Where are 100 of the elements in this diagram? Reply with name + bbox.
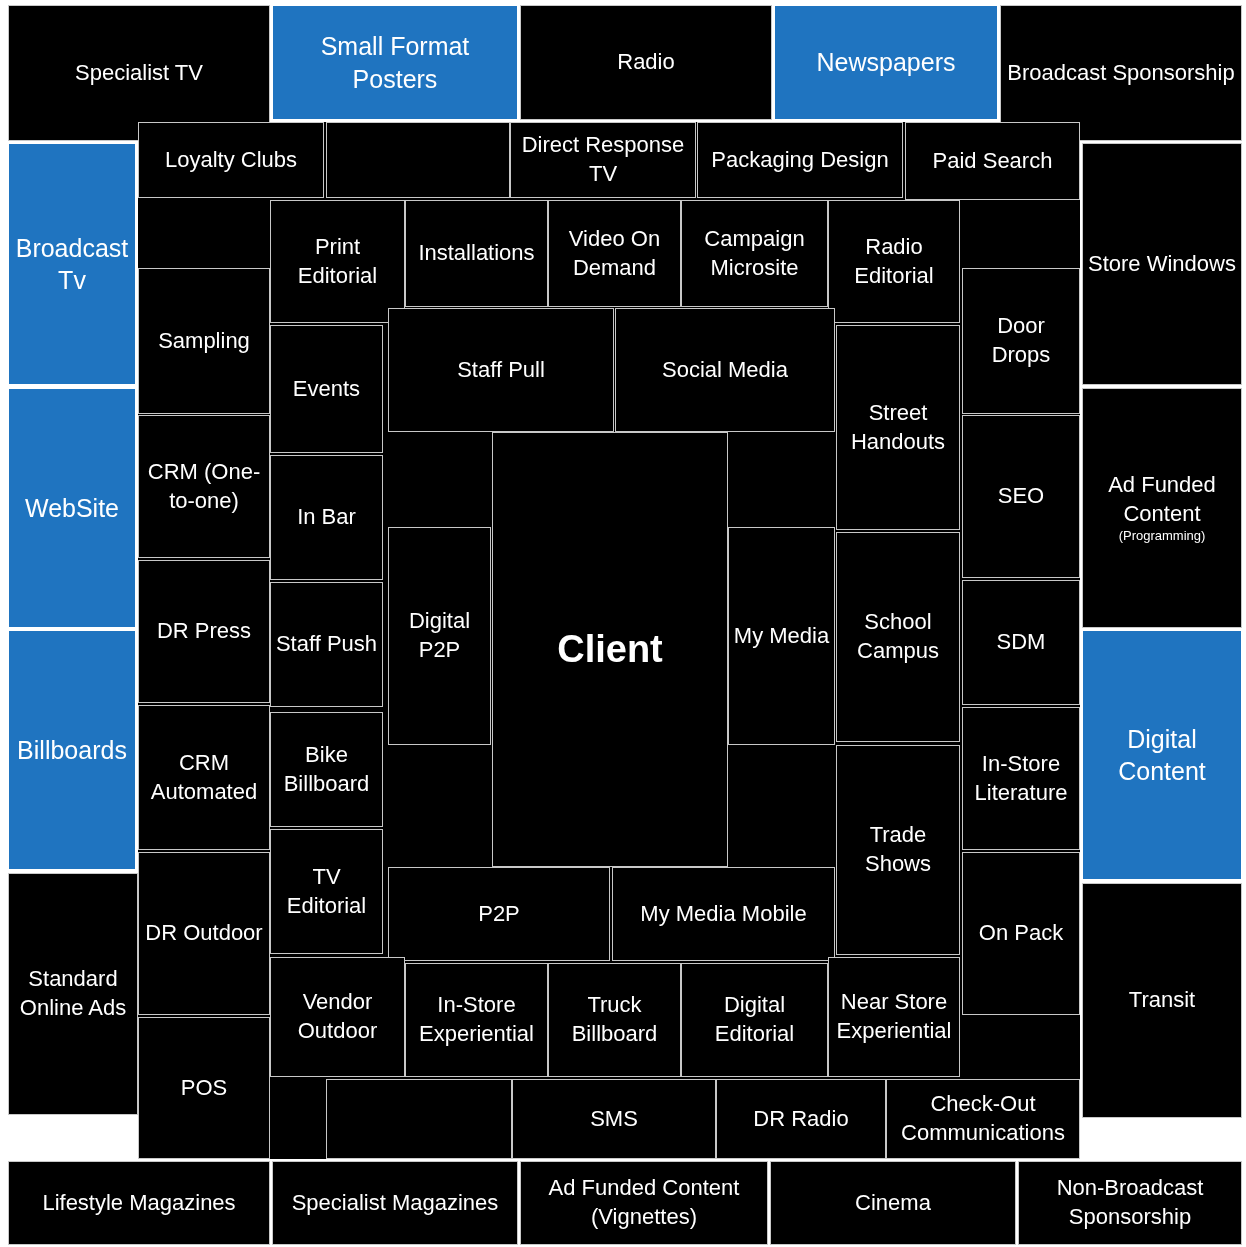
channel-label: Street Handouts [849,398,947,456]
channel-label: Truck Billboard [570,991,659,1048]
channel-label: Billboards [17,734,127,766]
channel-label: Check-Out Communications [900,1090,1066,1147]
channel-tile [270,957,405,1077]
channel-tile [8,630,136,870]
client-label: Client [557,626,663,672]
channel-tile [270,712,383,827]
channel-tile [138,1017,270,1159]
channel-tile [272,1161,518,1245]
channel-tile [828,200,960,323]
channel-tile [138,705,270,850]
channel-tile [138,122,324,198]
channel-label: Campaign Microsite [703,224,806,282]
channel-tile [828,957,960,1077]
channel-label: Specialist Magazines [291,1188,499,1217]
channel-tile [905,122,1080,200]
channel-label: Staff Pull [457,355,545,384]
channel-label: Ad Funded Content [1107,470,1217,528]
channel-tile [270,200,405,323]
channel-label: In Bar [297,503,356,532]
channel-tile [8,5,270,141]
channel-label: CRM Automated [149,748,259,806]
channel-label: Radio [617,48,675,77]
channel-label: Video On Demand [567,224,662,282]
channel-label: Staff Push [275,630,378,659]
channel-tile [270,325,383,453]
channel-label: SMS [590,1104,638,1133]
channel-label: CRM (One-to-one) [146,457,262,515]
channel-tile [612,867,835,961]
channel-label: Paid Search [932,146,1053,175]
channel-label: Packaging Design [711,145,889,174]
channel-label: Door Drops [990,312,1052,369]
channel-tile [962,852,1080,1015]
channel-tile [270,582,383,707]
channel-label: Broadcast Tv [14,232,130,296]
channel-label: School Campus [856,608,940,665]
channel-tile [8,143,136,385]
channel-tile [836,745,960,955]
channel-label: Near Store Experiential [835,988,953,1045]
channel-label: P2P [478,899,520,928]
channel-tile [270,829,383,954]
channel-label: Social Media [662,355,788,384]
channel-tile [520,1161,768,1245]
channel-tile [388,527,491,745]
channel-tile [1018,1161,1242,1245]
channel-tile [1082,630,1242,880]
channel-tile [836,532,960,742]
channel-label: DR Outdoor [145,919,263,948]
channel-label: Digital Content [1117,723,1207,787]
channel-tile [1082,883,1242,1118]
channel-tile [836,325,960,530]
channel-label: In-Store Experiential [418,991,535,1048]
channel-tile [388,867,610,961]
channel-tile [1000,5,1242,141]
channel-tile [1082,388,1242,628]
channel-label: Lifestyle Magazines [42,1188,236,1217]
channel-label: Cinema [855,1188,931,1217]
channel-label: Non-Broadcast Sponsorship [1055,1174,1205,1231]
channel-label: Digital Editorial [713,991,796,1048]
channel-tile [520,5,772,120]
channel-label: Sampling [158,326,250,355]
channel-label: Transit [1128,986,1196,1015]
channel-label: SEO [997,482,1045,511]
channel-label: Installations [418,239,535,268]
channel-label: Small Format Posters [319,31,471,95]
channel-label: Events [292,374,361,403]
channel-label: DR Press [156,617,252,646]
channel-tile [962,707,1080,850]
channel-tile [270,455,383,580]
channel-label: On Pack [978,919,1064,948]
channel-tile [770,1161,1016,1245]
channel-tile [138,560,270,703]
channel-tile [774,5,998,120]
channel-label: Trade Shows [863,821,932,878]
channel-label: Digital P2P [407,607,472,664]
channel-label: My Media [733,621,830,650]
channel-label: SDM [996,628,1046,657]
channel-tile [962,580,1080,705]
channel-label: Vendor Outdoor [296,988,379,1045]
channel-label: Print Editorial [296,232,379,290]
client-box [492,432,728,867]
channel-tile [8,388,136,628]
channel-label: My Media Mobile [640,899,807,928]
channel-label: Store Windows [1088,249,1236,278]
channel-label: Direct Response TV [520,131,686,188]
channel-label: WebSite [25,492,119,524]
tile-note: (Programming) [1118,528,1206,546]
channel-label: Bike Billboard [282,740,371,798]
channel-label: Newspapers [816,47,956,79]
channel-label: Broadcast Sponsorship [1007,58,1235,87]
channel-tile [1082,143,1242,385]
channel-label: Loyalty Clubs [164,145,298,174]
channel-tile [138,852,270,1015]
channel-label: POS [180,1073,228,1102]
channel-label: TV Editorial [285,862,368,920]
channel-tile [8,873,138,1115]
channel-label: Ad Funded Content (Vignettes) [547,1174,741,1231]
channel-label: Standard Online Ads [18,965,128,1022]
channel-label: DR Radio [753,1104,849,1133]
